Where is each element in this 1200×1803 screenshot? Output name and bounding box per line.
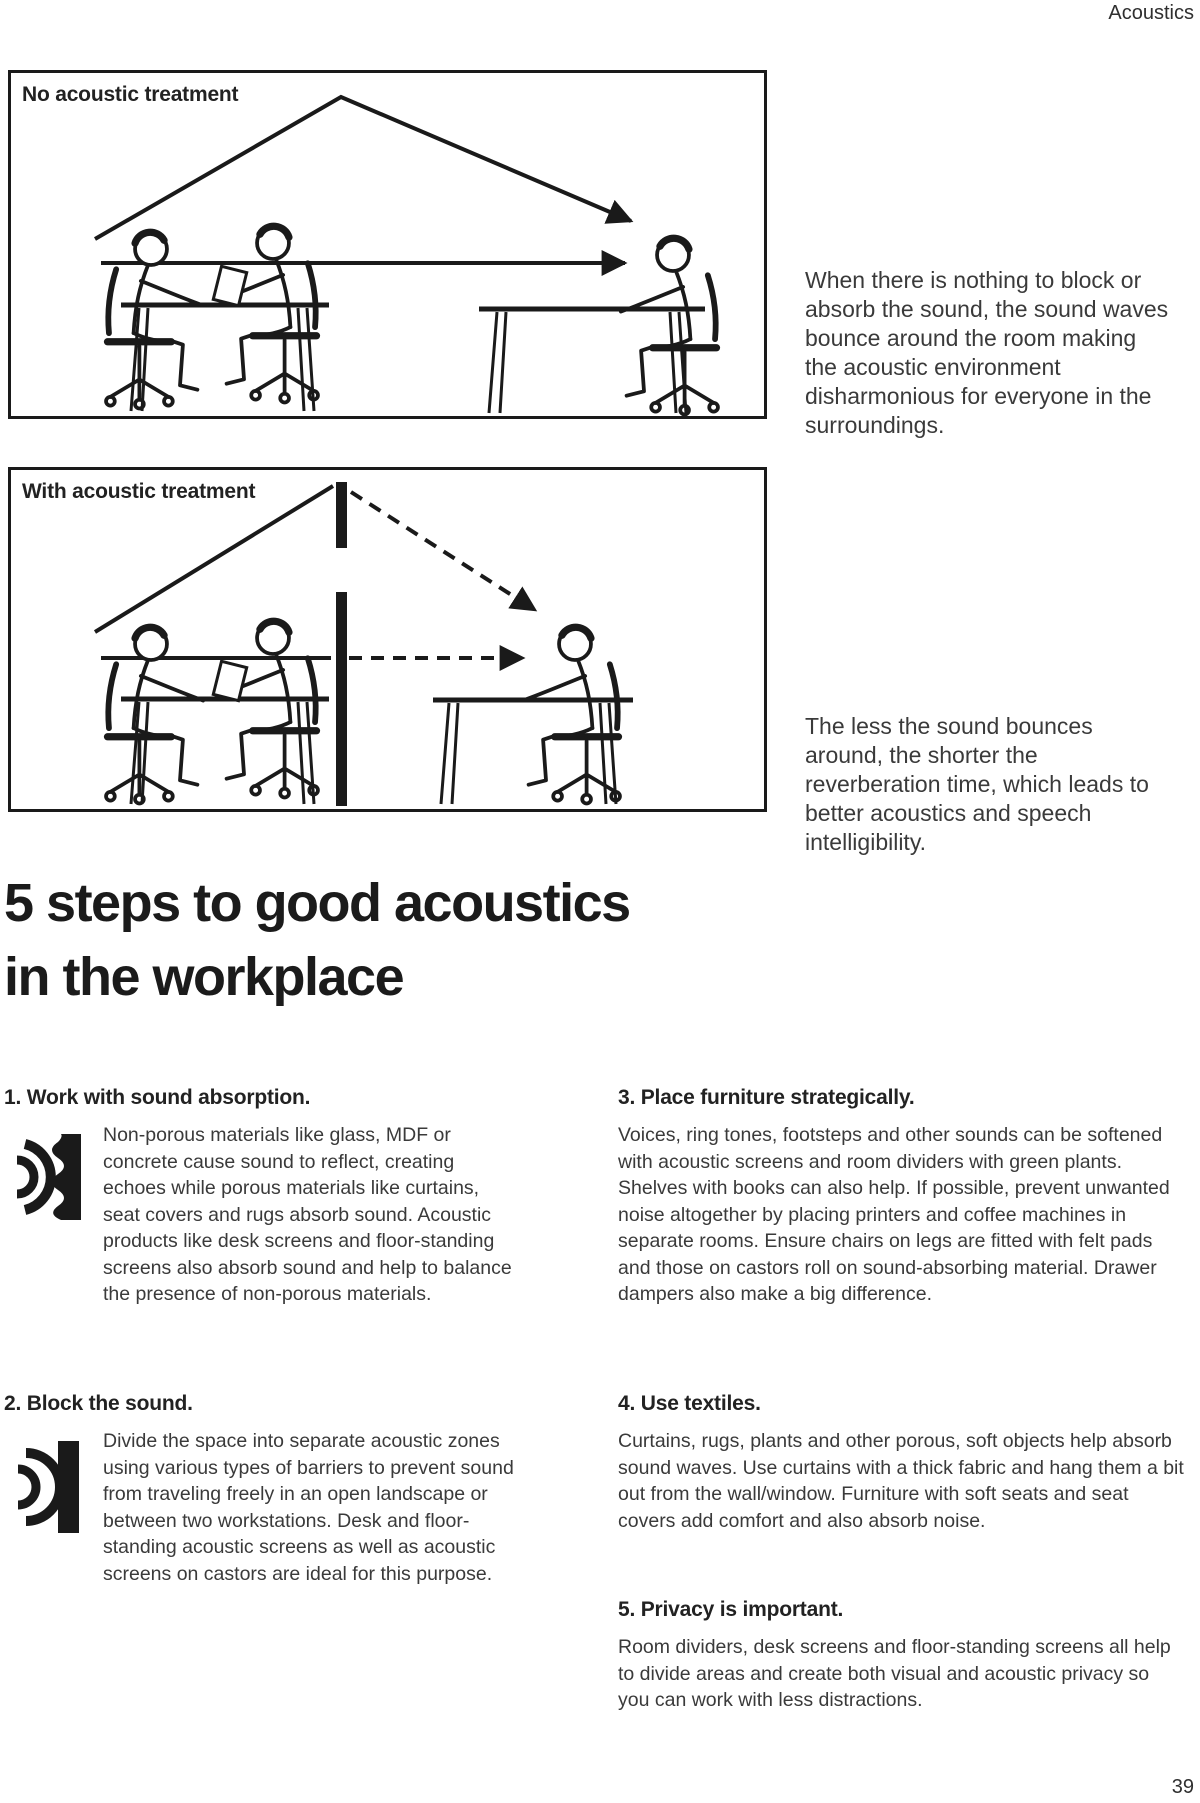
desk — [121, 696, 329, 805]
acoustic-screen-lower — [336, 592, 347, 806]
step-3-title: 3. Place furniture strategically. — [618, 1086, 915, 1109]
page-number: 39 — [1171, 1776, 1194, 1798]
with-treatment-illustration — [93, 482, 633, 809]
figure-box-no-treatment: No acoustic treatment — [8, 70, 767, 419]
desk — [121, 302, 329, 412]
step-5-title: 5. Privacy is important. — [618, 1598, 844, 1621]
sound-path-dashed-arrow — [349, 490, 538, 612]
step-4-title: 4. Use textiles. — [618, 1392, 761, 1415]
figure-label: No acoustic treatment — [22, 83, 239, 106]
figure-caption: When there is nothing to block or absorb… — [805, 267, 1169, 438]
step-1-title: 1. Work with sound absorption. — [4, 1086, 311, 1109]
sound-block-icon — [17, 1441, 79, 1533]
figure-caption: The less the sound bounces around, the s… — [805, 713, 1149, 855]
main-heading-line2: in the workplace — [4, 947, 405, 1007]
acoustic-screen-upper — [336, 482, 347, 548]
seated-person — [106, 627, 203, 803]
desk — [479, 306, 705, 414]
step-3-body: Voices, ring tones, footsteps and other … — [618, 1124, 1170, 1305]
sound-path-solid — [93, 484, 335, 634]
figure-label: With acoustic treatment — [22, 480, 256, 503]
sound-bounce-arrow — [94, 94, 634, 241]
no-treatment-illustration — [94, 94, 764, 416]
paper-sheet — [211, 659, 249, 703]
main-heading: 5 steps to good acoustics in the workpla… — [4, 866, 764, 1014]
step-4-body: Curtains, rugs, plants and other porous,… — [618, 1430, 1184, 1532]
figure-box-with-treatment: With acoustic treatment — [8, 467, 767, 812]
main-heading-line1: 5 steps to good acoustics — [4, 873, 631, 933]
step-1-body: Non-porous materials like glass, MDF or … — [103, 1124, 512, 1305]
step-5-body: Room dividers, desk screens and floor-st… — [618, 1636, 1171, 1711]
sound-absorption-icon — [16, 1134, 81, 1220]
step-2-title: 2. Block the sound. — [4, 1392, 193, 1415]
paper-sheet — [211, 264, 249, 308]
seated-person — [106, 232, 203, 408]
page-header: Acoustics — [1108, 2, 1194, 24]
step-2-body: Divide the space into separate acoustic … — [103, 1430, 514, 1585]
desk — [433, 697, 633, 805]
